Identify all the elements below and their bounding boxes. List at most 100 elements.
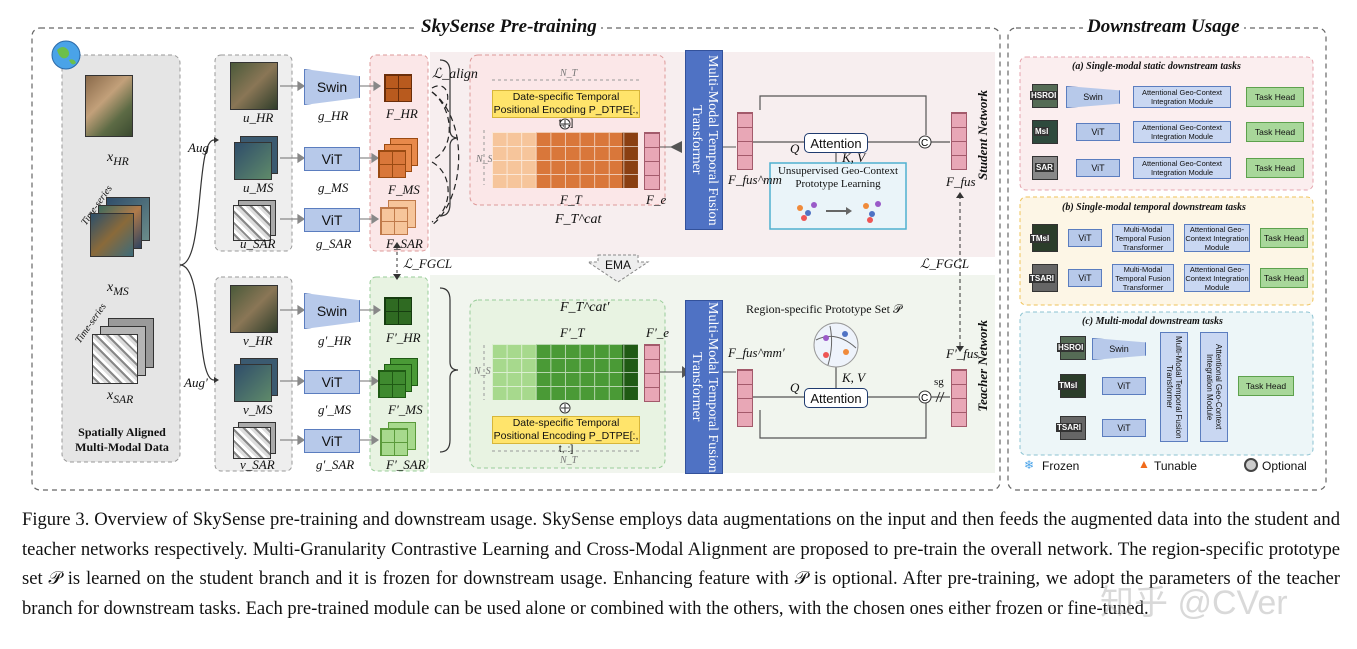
frozen-icon: ❄ xyxy=(1024,458,1035,472)
student-vit-sar-encoder: ViT xyxy=(304,208,360,232)
student-vit-ms-encoder: ViT xyxy=(304,147,360,171)
figure-caption: Figure 3. Overview of SkySense pre-train… xyxy=(22,509,1340,619)
g-sar-label: g_SAR xyxy=(316,236,352,251)
f-hr-prime-feature xyxy=(384,297,412,325)
f-ms-prime-feature xyxy=(378,370,406,398)
u-sar-label: u_SAR xyxy=(240,236,276,251)
student-dtpe-box: Date-specific Temporal Positional Encodi… xyxy=(492,90,640,129)
a-row1-tag: HSROI xyxy=(1030,91,1058,100)
c-tag-tmsi: TMsI xyxy=(1058,381,1079,390)
student-network-label: Student Network xyxy=(975,90,990,180)
f-ms-label: F_MS xyxy=(388,182,420,197)
b-row2-encoder: ViT xyxy=(1068,269,1102,287)
c-module: Attentional Geo-Context Integration Modu… xyxy=(1200,332,1228,442)
a-row2-head: Task Head xyxy=(1246,122,1304,142)
b-row1-head: Task Head xyxy=(1260,228,1308,248)
teacher-dtpe-box: Date-specific Temporal Positional Encodi… xyxy=(492,416,640,455)
tunable-icon: ▲ xyxy=(1138,457,1150,471)
student-fe-tokens xyxy=(644,132,660,190)
b-row2-tag: TSARI xyxy=(1029,274,1055,283)
student-attention-block: Attention xyxy=(804,133,868,153)
svg-text:C: C xyxy=(921,393,928,404)
x-hr-label: xHR xyxy=(107,150,129,168)
a-row1-module: Attentional Geo-Context Integration Modu… xyxy=(1133,86,1231,108)
f-sar-prime-feature xyxy=(380,428,408,456)
downstream-title: Downstream Usage xyxy=(1083,16,1244,38)
x-sar-label: xSAR xyxy=(107,388,134,406)
a-row3-head: Task Head xyxy=(1246,158,1304,178)
x-ms-label: xMS xyxy=(107,280,129,298)
c-encoder-vit-2: ViT xyxy=(1102,419,1146,437)
student-nt-label: N_T xyxy=(560,68,578,79)
u-sar-image xyxy=(233,205,271,241)
student-ns-label: N_S xyxy=(476,154,493,165)
b-row2-module: Attentional Geo-Context Integration Modu… xyxy=(1184,264,1250,292)
legend-tunable: Tunable xyxy=(1154,459,1197,473)
teacher-ffus-label: F′_fus xyxy=(946,346,979,361)
c-encoder-vit-1: ViT xyxy=(1102,377,1146,395)
teacher-fe-tokens xyxy=(644,344,660,402)
teacher-vit-sar-encoder: ViT xyxy=(304,429,360,453)
optional-icon xyxy=(1244,458,1258,472)
ms-image-stack xyxy=(90,213,134,257)
u-ms-image xyxy=(234,142,272,180)
downstream-a-title: (a) Single-modal static downstream tasks xyxy=(1072,61,1241,72)
student-fusion-transformer: Multi-Modal Temporal Fusion Transformer xyxy=(685,50,723,230)
c-fusion: Multi-Modal Temporal Fusion Transformer xyxy=(1160,332,1188,442)
f-sar-feature xyxy=(380,207,408,235)
v-sar-image xyxy=(233,427,271,459)
a-row1-head: Task Head xyxy=(1246,87,1304,107)
v-hr-image xyxy=(230,285,278,333)
teacher-fe-label: F′_e xyxy=(646,325,670,340)
v-hr-label: v_HR xyxy=(243,333,273,348)
g-hr-label: g_HR xyxy=(318,108,349,123)
legend-optional: Optional xyxy=(1262,459,1307,473)
student-ft-label: F_T xyxy=(560,192,582,207)
watermark: 知乎 @CVer xyxy=(1100,584,1288,622)
g-ms-label: g_MS xyxy=(318,180,349,195)
b-row1-fusion: Multi-Modal Temporal Fusion Transformer xyxy=(1112,224,1174,252)
teacher-token-grid xyxy=(492,344,638,400)
pretraining-title: SkySense Pre-training xyxy=(417,16,601,38)
student-q-label: Q xyxy=(790,141,800,156)
a-row3-module: Attentional Geo-Context Integration Modu… xyxy=(1133,157,1231,179)
aug-prime-label: Aug′ xyxy=(184,375,208,390)
downstream-b-title: (b) Single-modal temporal downstream tas… xyxy=(1062,202,1246,213)
b-row2-fusion: Multi-Modal Temporal Fusion Transformer xyxy=(1112,264,1174,292)
teacher-ftcat-label: F_T^cat′ xyxy=(560,300,610,315)
student-fe-label: F_e xyxy=(646,192,667,207)
prototype-set-label: Region-specific Prototype Set 𝒫 xyxy=(746,302,902,316)
student-ffus-mm-tokens xyxy=(737,112,753,170)
l-align-label: ℒ_align xyxy=(432,67,478,82)
student-ffus-mm-label: F_fus^mm xyxy=(728,172,782,187)
teacher-vit-ms-encoder: ViT xyxy=(304,370,360,394)
c-head: Task Head xyxy=(1238,376,1294,396)
f-hr-prime-label: F′_HR xyxy=(386,330,421,345)
a-row3-tag: SAR xyxy=(1035,163,1054,172)
aug-label: Aug xyxy=(188,140,209,155)
v-ms-label: v_MS xyxy=(243,402,273,417)
v-ms-image xyxy=(234,364,272,402)
student-token-grid xyxy=(492,132,638,188)
teacher-q-label: Q xyxy=(790,380,800,395)
b-row1-module: Attentional Geo-Context Integration Modu… xyxy=(1184,224,1250,252)
teacher-ffus-mm-label: F_fus^mm′ xyxy=(728,345,785,360)
teacher-ffus-tokens xyxy=(951,369,967,427)
f-hr-feature xyxy=(384,74,412,102)
teacher-ffus-mm-tokens xyxy=(737,369,753,427)
ema-label: EMA xyxy=(605,258,632,272)
data-caption: Spatially Aligned Multi-Modal Data xyxy=(75,425,169,454)
l-fgcl-left-label: ℒ_FGCL xyxy=(403,256,453,271)
f-ms-prime-label: F′_MS xyxy=(388,402,423,417)
downstream-c-title: (c) Multi-modal downstream tasks xyxy=(1082,316,1223,327)
a-row2-tag: MsI xyxy=(1034,127,1050,136)
teacher-kv-label: K, V xyxy=(842,370,866,385)
teacher-attention-block: Attention xyxy=(804,388,868,408)
f-sar-label: F_SAR xyxy=(386,236,423,251)
g-hr-prime-label: g′_HR xyxy=(318,333,352,348)
c-tag-hsroi: HSROI xyxy=(1057,343,1085,352)
f-sar-prime-label: F′_SAR xyxy=(386,457,426,472)
proto-learning-label: Unsupervised Geo-Context Prototype Learn… xyxy=(777,165,899,190)
g-sar-prime-label: g′_SAR xyxy=(316,457,355,472)
legend-frozen: Frozen xyxy=(1042,459,1080,473)
